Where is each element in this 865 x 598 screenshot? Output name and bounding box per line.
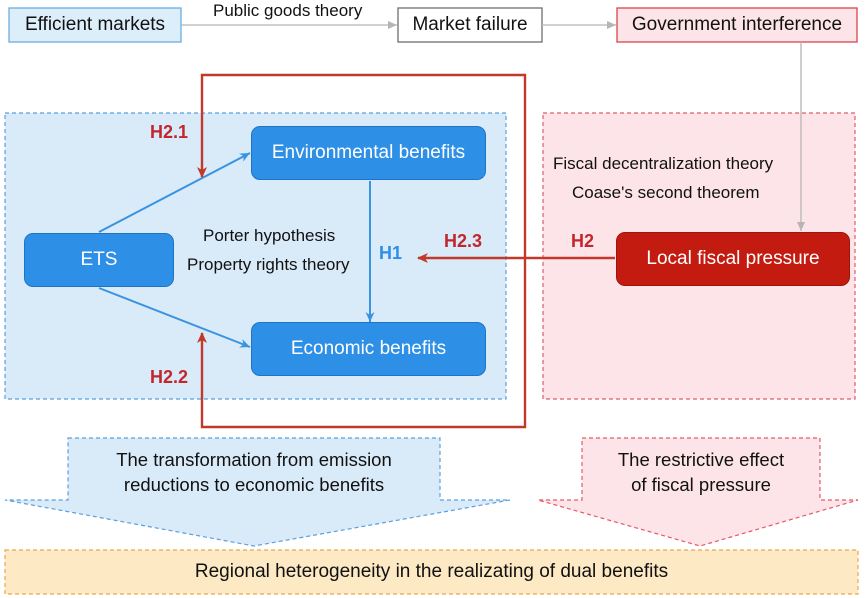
economic-benefits-node: Economic benefits <box>251 322 486 376</box>
h2-1-moderation-line <box>197 73 527 250</box>
ets-node: ETS <box>24 233 174 287</box>
ets-to-economic-arrow <box>98 287 251 348</box>
public-goods-theory-label: Public goods theory <box>213 1 363 20</box>
government-interference-label: Government interference <box>631 14 843 36</box>
h2-2-moderation-line <box>197 250 527 429</box>
transformation-line-1: The transformation from emission <box>116 449 392 471</box>
restrictive-line-1: The restrictive effect <box>617 449 785 471</box>
local-fiscal-pressure-node: Local fiscal pressure <box>616 232 850 286</box>
porter-hypothesis-label: Porter hypothesis <box>203 226 336 245</box>
h2-3-label: H2.3 <box>444 231 483 251</box>
market-failure-box <box>397 7 543 43</box>
market-failure-label: Market failure <box>412 14 528 36</box>
transformation-line-2: reductions to economic benefits <box>123 474 385 495</box>
h2-1-label: H2.1 <box>150 122 189 142</box>
ets-to-environmental-arrow <box>98 152 251 233</box>
h2-2-label: H2.2 <box>150 367 189 387</box>
fiscal-decentralization-theory-label: Fiscal decentralization theory <box>553 154 774 173</box>
government-interference-box <box>616 7 858 43</box>
regional-heterogeneity-bar <box>4 549 859 595</box>
restrictive-effect-text: The restrictive effect of fiscal pressur… <box>582 446 820 500</box>
restrictive-line-2: of fiscal pressure <box>631 474 771 495</box>
environmental-benefits-node: Environmental benefits <box>251 126 486 180</box>
regional-heterogeneity-label: Regional heterogeneity in the realizatin… <box>194 561 669 583</box>
transformation-text: The transformation from emission reducti… <box>68 446 440 500</box>
efficient-markets-box <box>8 7 182 43</box>
h1-label: H1 <box>379 243 403 263</box>
property-rights-theory-label: Property rights theory <box>187 255 350 274</box>
transformation-down-arrow <box>4 437 511 547</box>
coase-second-theorem-label: Coase's second theorem <box>572 183 760 202</box>
restrictive-down-arrow <box>537 437 859 547</box>
efficient-markets-label: Efficient markets <box>24 14 166 36</box>
h2-label: H2 <box>571 231 595 251</box>
